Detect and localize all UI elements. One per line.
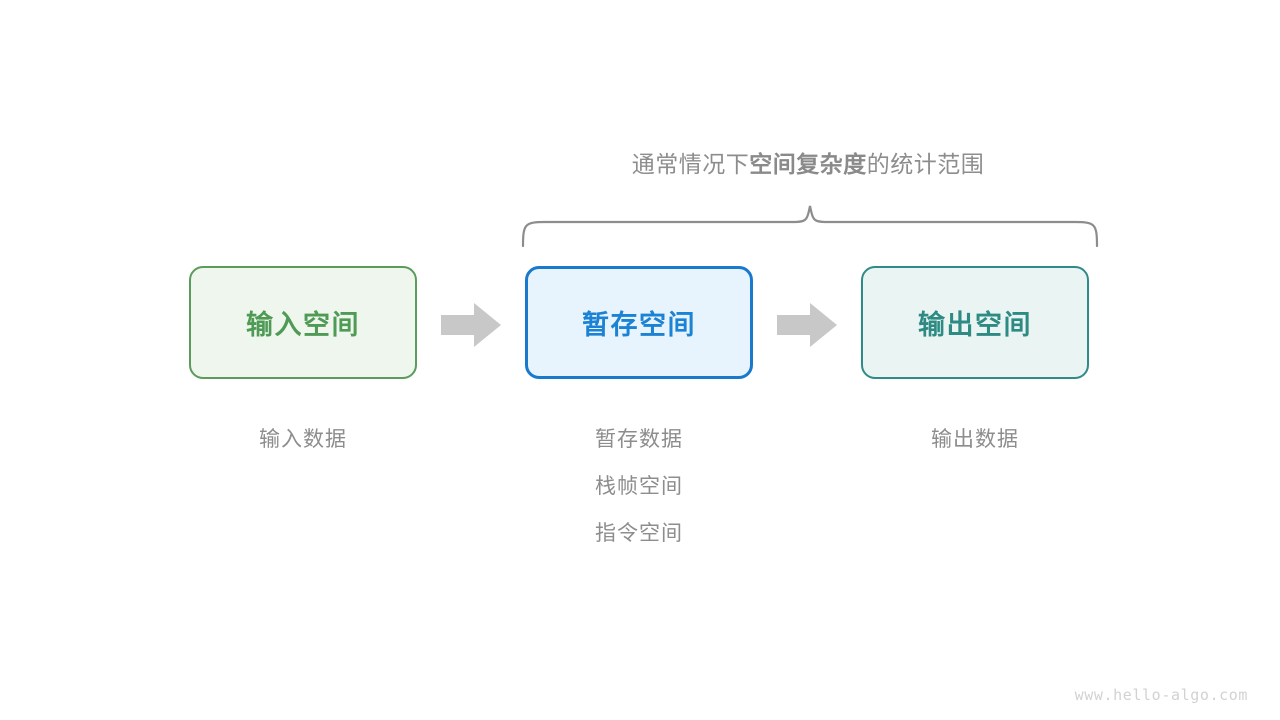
box-input-space-label: 输入空间 — [246, 310, 360, 340]
caption-temp-line-1: 暂存数据 — [595, 428, 683, 451]
caption-temp-line-3: 指令空间 — [595, 522, 683, 545]
brace-caption-part-2-bold: 空间复杂度 — [749, 151, 867, 177]
box-input-space: 输入空间 — [189, 266, 417, 379]
caption-output-column: 输出数据 — [845, 426, 1105, 473]
arrow-right-icon-2 — [777, 303, 837, 347]
caption-temp-column: 暂存数据 栈帧空间 指令空间 — [509, 426, 769, 567]
box-temp-space-label: 暂存空间 — [582, 310, 696, 340]
brace-caption-part-1: 通常情况下 — [631, 151, 750, 177]
caption-input-column: 输入数据 — [173, 426, 433, 473]
box-output-space: 输出空间 — [861, 266, 1089, 379]
arrow-right-icon-1 — [441, 303, 501, 347]
caption-temp-line-2: 栈帧空间 — [595, 475, 683, 498]
brace-caption-part-3: 的统计范围 — [866, 151, 985, 177]
watermark: www.hello-algo.com — [1074, 686, 1248, 704]
caption-input-line-1: 输入数据 — [259, 428, 347, 451]
box-temp-space: 暂存空间 — [525, 266, 753, 379]
caption-output-line-1: 输出数据 — [931, 428, 1019, 451]
box-output-space-label: 输出空间 — [918, 310, 1032, 340]
curly-brace — [505, 196, 1115, 256]
